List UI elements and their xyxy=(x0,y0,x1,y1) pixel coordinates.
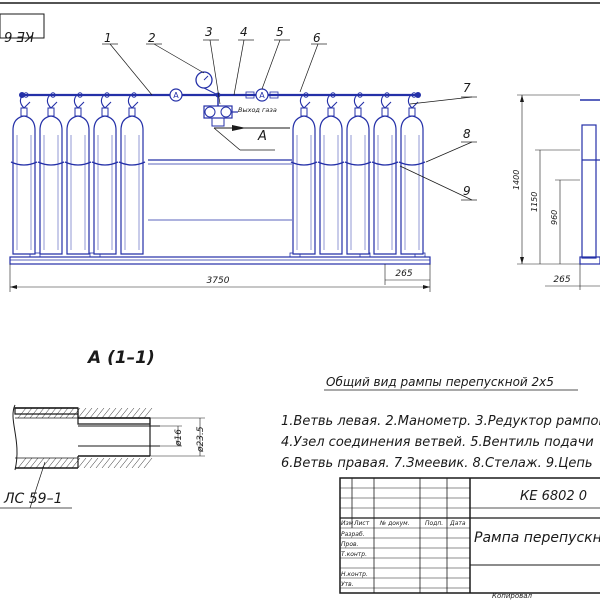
chain xyxy=(64,161,92,166)
row-nkontr: Н.контр. xyxy=(341,571,368,578)
chain xyxy=(290,161,318,166)
leader-5: 5 xyxy=(261,25,290,90)
dim-height-total: 1400 xyxy=(512,170,521,190)
row-prov: Пров. xyxy=(341,541,359,548)
chain xyxy=(91,161,119,166)
leader-6: 6 xyxy=(299,31,327,93)
chain xyxy=(118,161,146,166)
side-cylinder xyxy=(581,124,597,259)
cylinders-group xyxy=(10,92,426,255)
gas-cylinder xyxy=(398,92,426,255)
dim-diam-outer: ø23.5 xyxy=(196,426,206,453)
chain xyxy=(317,161,345,166)
gas-cylinder xyxy=(64,92,92,255)
front-view: А А Выход газа А 1 2 xyxy=(9,25,477,292)
legend-line-1: 1.Ветвь левая. 2.Манометр. 3.Редуктор ра… xyxy=(281,414,600,429)
side-view: 1400 1150 960 265 xyxy=(512,94,600,290)
col-header-doc: № докум. xyxy=(379,520,410,527)
chain xyxy=(398,161,426,166)
gas-cylinder xyxy=(317,92,345,255)
leader-number: 4 xyxy=(240,25,248,39)
section-fitting: ø16 ø23.5 xyxy=(0,404,206,509)
drawing-caption: Общий вид рампы перепускной 2х5 xyxy=(326,375,554,389)
left-valve: А xyxy=(169,88,183,102)
dim-offset-right: 265 xyxy=(395,269,412,279)
gas-cylinder xyxy=(37,92,65,255)
gas-cylinder xyxy=(290,92,318,255)
leader-number: 8 xyxy=(463,127,471,141)
offset-dimension: 265 xyxy=(384,264,430,285)
chain xyxy=(344,161,372,166)
gas-cylinder xyxy=(344,92,372,255)
chain xyxy=(37,161,65,166)
material-note: ЛС 59–1 xyxy=(3,491,62,507)
col-header-list: Лист xyxy=(353,520,370,527)
legend-line-3: 6.Ветвь правая. 7.Змеевик. 8.Стелаж. 9.Ц… xyxy=(281,456,593,471)
gas-cylinder xyxy=(371,92,399,255)
dim-side-offset: 265 xyxy=(553,275,570,285)
title-block: Изм Лист № докум. Подп. Дата Разраб. Про… xyxy=(339,477,600,594)
leader-7: 7 xyxy=(409,81,477,105)
gas-cylinder xyxy=(91,92,119,255)
leader-callouts: 1 2 3 4 5 6 7 8 9 xyxy=(102,25,477,201)
leader-1: 1 xyxy=(102,31,153,96)
leader-number: 6 xyxy=(313,31,321,45)
doc-title: Рампа перепускна xyxy=(474,530,600,546)
gas-outlet-label: Выход газа xyxy=(238,106,277,114)
length-dimension: 3750 xyxy=(9,264,431,292)
leader-4: 4 xyxy=(233,25,254,96)
leader-number: 3 xyxy=(205,25,213,39)
dim-height-low: 960 xyxy=(550,210,559,225)
leader-2: 2 xyxy=(146,31,205,74)
col-header-sign: Подп. xyxy=(425,520,443,527)
row-razrab: Разраб. xyxy=(341,531,365,538)
row-tkontr: Т.контр. xyxy=(341,551,367,558)
leader-number: 9 xyxy=(463,184,471,198)
view-a-mark: А xyxy=(257,129,267,144)
leader-number: 7 xyxy=(463,81,471,95)
gas-cylinder xyxy=(118,92,146,255)
doc-code: КЕ 6802 0 xyxy=(520,489,587,504)
rotated-stamp-text: КЕ 6 xyxy=(4,28,34,43)
dim-total-length: 3750 xyxy=(207,276,230,286)
leader-3: 3 xyxy=(203,25,221,105)
col-header-izm: Изм xyxy=(341,520,354,527)
dim-height-mid: 1150 xyxy=(530,192,539,212)
gas-cylinder xyxy=(10,92,38,255)
leader-9: 9 xyxy=(399,165,477,201)
leader-number: 5 xyxy=(276,25,284,39)
section-title: А (1–1) xyxy=(86,348,155,368)
leader-number: 2 xyxy=(148,31,156,45)
svg-text:А: А xyxy=(259,91,265,100)
chain xyxy=(10,161,38,166)
dim-diam-inner: ø16 xyxy=(174,429,184,447)
manometer xyxy=(195,71,219,96)
rotated-stamp: КЕ 6 xyxy=(0,13,45,43)
legend-line-2: 4.Узел соединения ветвей. 5.Вентиль пода… xyxy=(281,435,594,450)
base-frame xyxy=(9,256,431,265)
leader-8: 8 xyxy=(425,127,477,163)
ramp-reducer xyxy=(203,95,238,127)
copied-by-label: Копировал xyxy=(492,592,533,600)
chain xyxy=(371,161,399,166)
leader-number: 1 xyxy=(104,31,112,45)
row-utv: Утв. xyxy=(341,581,354,588)
col-header-date: Дата xyxy=(449,520,466,527)
svg-text:А: А xyxy=(173,91,179,100)
